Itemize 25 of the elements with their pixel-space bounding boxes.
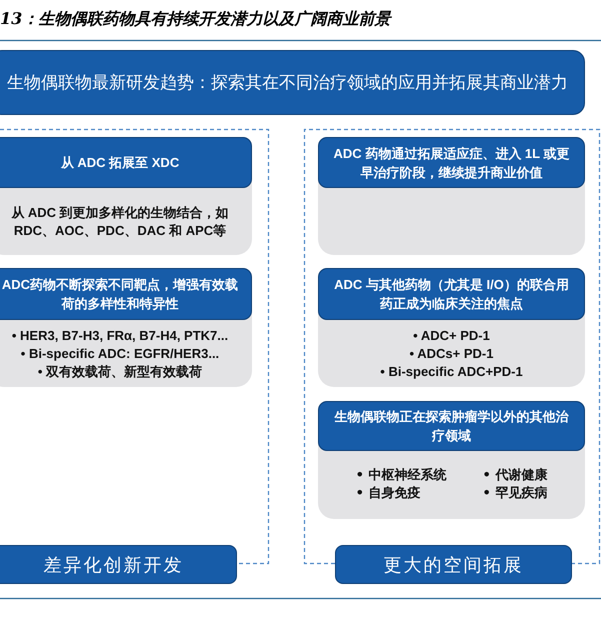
bullet-item: • ADC+ PD-1	[413, 326, 490, 344]
bullet-item: • 中枢神经系统	[356, 467, 446, 485]
bullet-item: • Bi-specific ADC: EGFR/HER3...	[20, 344, 220, 362]
bullet-item: • 代谢健康	[482, 467, 548, 485]
card-header: ADC 药物通过拓展适应症、进入 1L 或更早治疗阶段，继续提升商业价值	[318, 137, 585, 188]
title-banner: 生物偶联物最新研发趋势：探索其在不同治疗领域的应用并拓展其商业潜力	[0, 50, 585, 115]
bullet-item: • 自身免疫	[356, 485, 422, 503]
bullet-item: • 罕见疾病	[482, 485, 548, 503]
info-card	[0, 137, 252, 255]
info-card	[0, 268, 252, 387]
bullet-item: • ADCs+ PD-1	[410, 344, 494, 362]
info-card	[318, 401, 585, 519]
bullet-item: • HER3, B7-H3, FRα, B7-H4, PTK7...	[12, 326, 228, 344]
summary-box: 更大的空间拓展	[335, 545, 572, 584]
card-header: 从 ADC 拓展至 XDC	[0, 137, 252, 188]
info-card	[318, 268, 585, 387]
summary-box: 差异化创新开发	[0, 545, 237, 584]
bullet-item: • Bi-specific ADC+PD-1	[380, 362, 523, 380]
card-text: 从 ADC 到更加多样化的生物结合，如 RDC、AOC、PDC、DAC 和 APC等	[10, 204, 230, 240]
card-header: ADC 与其他药物（尤其是 I/O）的联合用药正成为临床关注的焦点	[318, 268, 585, 320]
figure-title: 13：生物偶联药物具有持续开发潜力以及广阔商业前景	[0, 9, 390, 30]
info-card	[318, 137, 585, 255]
card-header: ADC药物不断探索不同靶点，增强有效载荷的多样性和特异性	[0, 268, 252, 320]
card-header: 生物偶联物正在探索肿瘤学以外的其他治疗领域	[318, 401, 585, 451]
bullet-item: • 双有效载荷、新型有效载荷	[38, 362, 202, 380]
